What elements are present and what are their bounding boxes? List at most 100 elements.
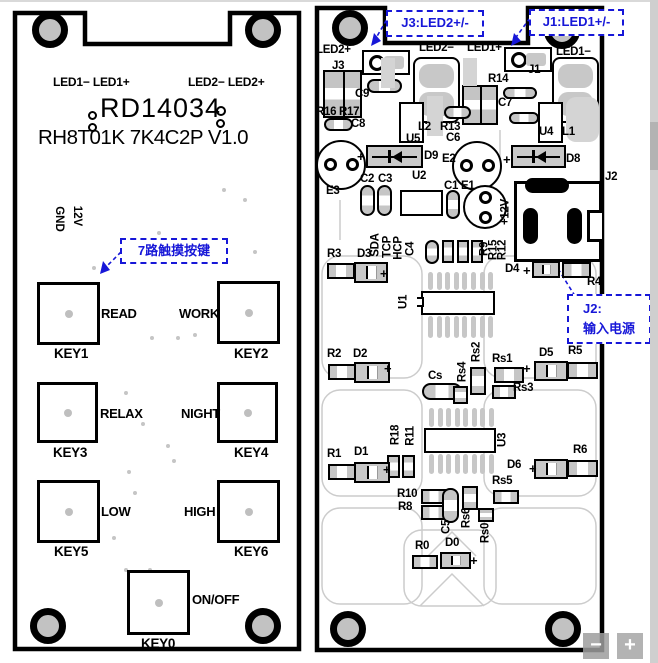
silkscreen-label: Cs bbox=[428, 370, 443, 382]
ic-pin bbox=[480, 454, 485, 474]
silkscreen-label: D2 bbox=[353, 348, 368, 360]
res-r5 bbox=[567, 362, 598, 379]
polarity-plus-mark: + bbox=[380, 266, 388, 281]
via-dot bbox=[253, 250, 257, 254]
board-title: RD14034 bbox=[100, 93, 222, 123]
scrollbar-track[interactable] bbox=[650, 0, 658, 663]
res-r16-r17 bbox=[323, 70, 362, 118]
zoom-in-button[interactable]: + bbox=[617, 633, 643, 659]
polarity-plus-mark: + bbox=[523, 263, 531, 278]
silkscreen-label: D4 bbox=[505, 263, 520, 275]
silkscreen-label: D5 bbox=[539, 347, 554, 359]
silkscreen-label: D8 bbox=[566, 153, 581, 165]
silkscreen-label: D0 bbox=[445, 537, 460, 549]
key-name-label: KEY0 bbox=[141, 636, 176, 651]
via-dot bbox=[141, 422, 145, 426]
key-center-pad bbox=[64, 507, 73, 516]
silkscreen-label-vertical: Rs2 bbox=[470, 341, 483, 363]
inductor-l1 bbox=[566, 97, 599, 142]
silkscreen-label: Rs1 bbox=[492, 353, 513, 365]
res-r9 bbox=[442, 240, 454, 263]
silkscreen-label: E3 bbox=[326, 185, 340, 197]
silkscreen-label: C3 bbox=[378, 173, 393, 185]
led-pad-blob bbox=[558, 64, 593, 88]
key-function-label: READ bbox=[101, 306, 137, 321]
callout-j2-line2: 输入电源 bbox=[583, 321, 636, 336]
ecap-hole bbox=[479, 191, 492, 204]
callout-j2-line1: J2: bbox=[583, 300, 602, 316]
via-dot bbox=[92, 266, 96, 270]
zoom-out-button[interactable]: − bbox=[583, 633, 609, 659]
silkscreen-label-vertical: R11 bbox=[404, 426, 417, 446]
silkscreen-label: C6 bbox=[446, 132, 461, 144]
polarity-plus-mark: + bbox=[357, 149, 365, 164]
silkscreen-label-vertical: SDA bbox=[369, 233, 382, 257]
key-square-key2 bbox=[217, 281, 280, 344]
ic-pin bbox=[446, 454, 451, 474]
left-board-outline bbox=[12, 10, 302, 652]
silkscreen-label: C8 bbox=[351, 118, 366, 130]
polarity-plus-mark: + bbox=[470, 553, 478, 568]
ic-pin bbox=[437, 408, 443, 427]
silkscreen-label: U2 bbox=[412, 170, 427, 182]
silkscreen-label: C1 bbox=[444, 180, 459, 192]
key-function-label: NIGHT bbox=[181, 406, 220, 421]
ecap-hole bbox=[479, 211, 492, 224]
ic-pin bbox=[463, 408, 468, 427]
ic-u2 bbox=[400, 190, 443, 216]
silkscreen-label: J2 bbox=[605, 171, 618, 183]
key-name-label: KEY1 bbox=[54, 346, 89, 361]
ic-pin bbox=[454, 454, 460, 474]
via-dot bbox=[157, 231, 161, 235]
key-function-label: HIGH bbox=[184, 504, 216, 519]
ic-pin bbox=[488, 454, 494, 474]
ic-pin bbox=[471, 272, 476, 290]
diode-triangle bbox=[535, 150, 546, 163]
silkscreen-label: R16 bbox=[316, 106, 337, 118]
scrollbar-thumb[interactable] bbox=[650, 122, 658, 170]
pad-ring bbox=[216, 106, 226, 116]
j2-pad bbox=[523, 208, 538, 244]
mounting-hole bbox=[545, 611, 581, 647]
silkscreen-label: D9 bbox=[424, 150, 439, 162]
key-function-label: WORK bbox=[179, 306, 219, 321]
silkscreen-label-vertical: U3 bbox=[496, 432, 509, 448]
silkscreen-label: R6 bbox=[573, 444, 588, 456]
diode-d2 bbox=[354, 362, 390, 383]
board-subtitle: RH8T01K 7K4C2P V1.0 bbox=[38, 126, 249, 149]
res-rs5 bbox=[493, 490, 519, 504]
silkscreen-label: D3 bbox=[357, 248, 372, 260]
ic-pin bbox=[471, 454, 477, 474]
silkscreen-label-vertical: Rs0 bbox=[479, 522, 492, 544]
mounting-hole bbox=[30, 608, 66, 644]
diode-d3 bbox=[354, 262, 388, 283]
silkscreen-label: R2 bbox=[327, 348, 342, 360]
ic-u4 bbox=[538, 102, 563, 143]
ic-pin bbox=[429, 408, 434, 427]
polarity-plus-mark: + bbox=[529, 461, 537, 476]
ic-pin bbox=[479, 316, 485, 338]
right-board-outline bbox=[314, 5, 605, 653]
res-r2 bbox=[328, 364, 356, 380]
inductor-l2 bbox=[427, 96, 443, 136]
ic-pin bbox=[428, 316, 433, 338]
silkscreen-label: R5 bbox=[568, 345, 583, 357]
via-dot bbox=[255, 351, 259, 355]
ecap-hole bbox=[346, 158, 359, 171]
ic-pin bbox=[480, 408, 485, 427]
callout-keys: 7路触摸按键 bbox=[120, 238, 228, 264]
key-function-label: ON/OFF bbox=[192, 592, 240, 607]
ic-pin bbox=[488, 272, 494, 290]
silkscreen-label: L2 bbox=[418, 121, 431, 133]
ic-pin bbox=[428, 272, 433, 290]
12v-label: 12V bbox=[70, 205, 83, 227]
ic-pin bbox=[436, 272, 442, 290]
res-rs6 bbox=[462, 486, 478, 510]
ic-pin bbox=[479, 272, 485, 290]
silkscreen-label-vertical: HCP bbox=[392, 236, 405, 260]
connector-pad bbox=[526, 53, 546, 66]
res-r3 bbox=[327, 263, 355, 279]
silkscreen-label-vertical: C4 bbox=[404, 241, 417, 257]
j2-top-pill bbox=[525, 178, 569, 193]
callout-j3: J3:LED2+/- bbox=[386, 10, 484, 37]
